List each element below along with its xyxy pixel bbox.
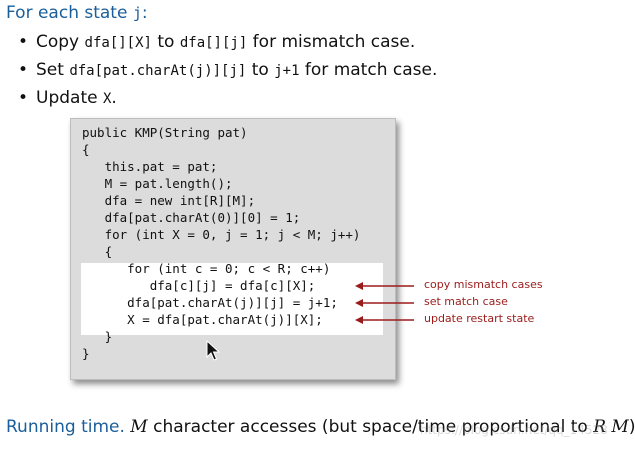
bullet-item: • Copy dfa[][X] to dfa[][j] for mismatch … — [18, 30, 437, 58]
heading-prefix: For each state — [6, 3, 128, 23]
code-block: public KMP(String pat){ this.pat = pat; … — [70, 118, 396, 380]
bullet-item: • Set dfa[pat.charAt(j)][j] to j+1 for ma… — [18, 58, 437, 86]
code-line: for (int X = 0, j = 1; j < M; j++) — [82, 227, 361, 242]
code-line: X = dfa[pat.charAt(j)][X]; — [82, 312, 323, 327]
code-line: this.pat = pat; — [82, 159, 218, 174]
code-line: { — [82, 244, 113, 259]
mouse-pointer-icon — [206, 340, 221, 361]
annotation-label: update restart state — [424, 312, 535, 325]
running-time-end: ). — [628, 417, 635, 437]
bullet-item: • Update X. — [18, 86, 437, 114]
code-line: } — [82, 329, 113, 344]
code-line: dfa[pat.charAt(0)][0] = 1; — [82, 210, 301, 225]
rm-variable: R M — [593, 417, 629, 437]
code-highlight-region — [81, 263, 383, 335]
code-line: dfa[pat.charAt(j)][j] = j+1; — [82, 295, 338, 310]
bullet-text: Set — [36, 60, 70, 80]
bullet-marker: • — [18, 88, 29, 108]
inline-code: dfa[pat.charAt(j)][j] — [69, 63, 247, 79]
bullet-text: Update — [36, 88, 103, 108]
code-line: public KMP(String pat) — [82, 125, 248, 140]
bullet-text: Copy — [36, 32, 85, 52]
bullet-text: to — [246, 60, 275, 80]
code-line: M = pat.length(); — [82, 176, 233, 191]
annotation-label: copy mismatch cases — [424, 278, 543, 291]
inline-code: dfa[][j] — [179, 35, 248, 51]
code-line: dfa[c][j] = dfa[c][X]; — [82, 278, 316, 293]
watermark: https://blog.csdn.net/qq_14528 — [420, 423, 608, 437]
code-line: } — [82, 346, 90, 361]
code-line: for (int c = 0; c < R; c++) — [82, 261, 331, 276]
code-line: { — [82, 142, 90, 157]
heading-suffix: : — [141, 3, 148, 23]
inline-code: dfa[][X] — [84, 35, 152, 51]
bullet-text: to — [151, 32, 180, 52]
bullet-marker: • — [18, 32, 29, 52]
bullet-text: . — [111, 88, 117, 108]
annotation-label: set match case — [424, 295, 508, 308]
bullet-marker: • — [18, 60, 29, 80]
section-heading: For each state j: — [6, 3, 148, 23]
bullet-text: for mismatch case. — [247, 32, 416, 52]
inline-code: j+1 — [274, 63, 300, 79]
m-variable: M — [130, 417, 148, 437]
bullet-text: for match case. — [299, 60, 438, 80]
heading-variable: j — [132, 4, 142, 22]
inline-code: X — [102, 91, 112, 107]
running-time-label: Running time. — [6, 417, 125, 437]
bullet-list: • Copy dfa[][X] to dfa[][j] for mismatch … — [18, 30, 437, 114]
running-time-middle: character accesses (but space/time propo… — [147, 417, 594, 437]
code-line: dfa = new int[R][M]; — [82, 193, 256, 208]
running-time-note: Running time. M character accesses (but … — [6, 417, 635, 437]
